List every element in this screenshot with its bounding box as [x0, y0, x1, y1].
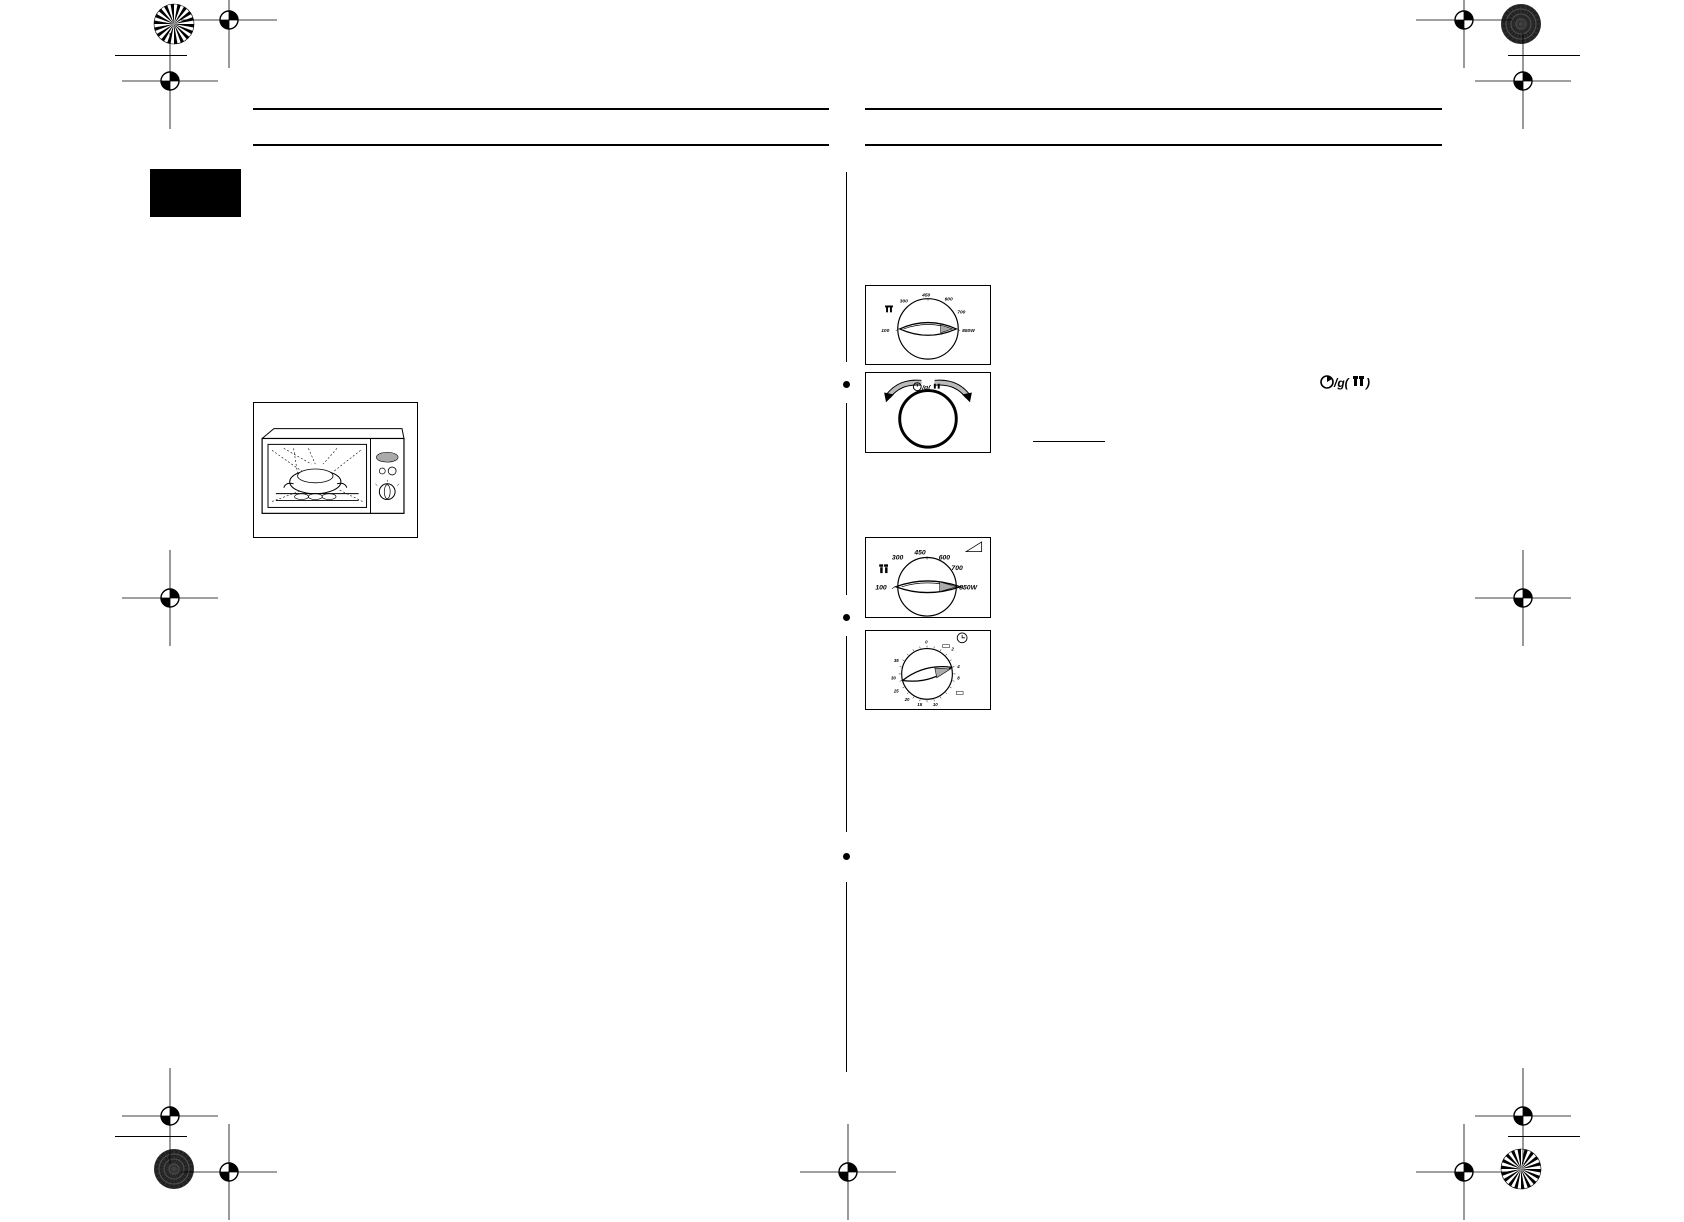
registration-mark-icon	[1475, 33, 1571, 129]
registration-mark-icon	[1475, 550, 1571, 646]
right-header-rule-top	[865, 108, 1442, 110]
power-label-600: 600	[939, 554, 951, 561]
timer-label-15: 15	[917, 702, 922, 707]
timer-label-2: 2	[950, 647, 954, 652]
registration-mark-icon	[181, 1124, 277, 1220]
timer-label-30: 30	[891, 676, 896, 681]
registration-starburst-icon	[1500, 1148, 1542, 1190]
bullet-dot	[843, 853, 850, 860]
microwave-illustration	[253, 402, 418, 538]
clock-icon	[1320, 375, 1334, 389]
registration-mark-icon	[181, 0, 277, 68]
column-divider	[846, 403, 847, 595]
registration-mark-icon	[122, 1068, 218, 1164]
registration-wheel-icon	[153, 1148, 195, 1190]
right-header-rule-bottom	[865, 144, 1442, 146]
registration-mark-icon	[122, 550, 218, 646]
trim-line	[1508, 55, 1580, 56]
registration-mark-icon	[1416, 1124, 1512, 1220]
power-label-300: 300	[900, 299, 908, 305]
power-label-700: 700	[951, 565, 963, 572]
clock-icon	[956, 632, 968, 644]
trim-line	[115, 1136, 187, 1137]
timer-dial-figure: 0 2 4 8 10 15 20 25 30 35	[865, 630, 991, 710]
registration-mark-icon	[1475, 1068, 1571, 1164]
left-header-rule-top	[253, 108, 829, 110]
registration-wheel-icon	[1500, 3, 1542, 45]
bullet-dot	[843, 614, 850, 621]
timer-label-4: 4	[956, 664, 960, 669]
defrost-icon	[879, 564, 889, 574]
bullet-dot	[843, 381, 850, 388]
power-label-600: 600	[945, 297, 953, 303]
column-divider	[846, 172, 847, 362]
timer-label-35: 35	[894, 658, 899, 663]
column-divider	[846, 882, 847, 1072]
power-label-850w: 850W	[962, 328, 975, 334]
power-label-700: 700	[957, 309, 965, 315]
registration-mark-icon	[1416, 0, 1512, 68]
clock-weight-defrost-symbol: /g( )	[1319, 373, 1373, 391]
trim-line	[115, 55, 187, 56]
microwave-icon	[261, 428, 405, 514]
power-label-100: 100	[881, 328, 889, 334]
registration-starburst-icon	[153, 3, 195, 45]
registration-mark-icon	[122, 33, 218, 129]
defrost-icon	[885, 305, 893, 313]
timer-label-0: 0	[925, 640, 928, 645]
power-dial-large-figure: 100 300 450 600 700 850W	[865, 537, 991, 618]
power-ramp-icon	[964, 541, 983, 553]
power-label-100: 100	[875, 585, 887, 592]
registration-mark-icon	[800, 1124, 896, 1220]
svg-text:): )	[1364, 376, 1370, 390]
defrost-icon	[933, 383, 940, 389]
power-label-450: 450	[913, 550, 926, 557]
timer-label-8: 8	[957, 676, 960, 681]
defrost-icon	[1353, 376, 1364, 386]
timer-label-25: 25	[893, 688, 899, 693]
timer-label-10: 10	[933, 702, 938, 707]
clock-icon	[912, 382, 922, 392]
language-tab	[150, 169, 241, 217]
power-label-300: 300	[892, 554, 904, 561]
turn-dial-label: /g(	[921, 385, 931, 392]
power-dial-figure: 100 300 450 600 700 850W	[865, 285, 991, 365]
trim-line	[1508, 1136, 1580, 1137]
power-label-850w: 850W	[959, 585, 977, 592]
turn-dial-figure: /g(	[865, 372, 991, 453]
symbol-label: /g(	[1333, 376, 1351, 390]
text-underline	[1033, 441, 1105, 442]
timer-label-20: 20	[904, 697, 910, 702]
left-header-rule-bottom	[253, 144, 829, 146]
power-label-450: 450	[921, 293, 930, 299]
column-divider	[846, 636, 847, 832]
